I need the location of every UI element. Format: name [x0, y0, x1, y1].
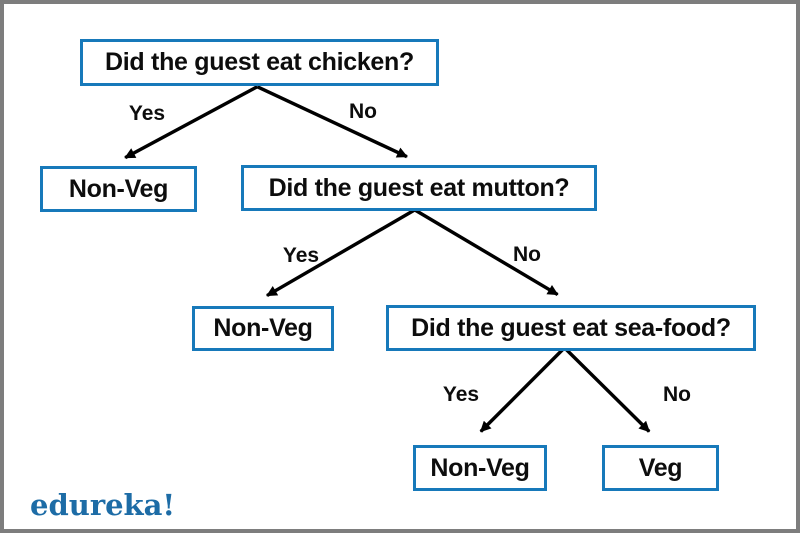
- leaf-node-nonveg-2: Non-Veg: [192, 306, 334, 351]
- decision-node-mutton: Did the guest eat mutton?: [241, 165, 597, 211]
- edge-label-no-2: No: [513, 243, 541, 266]
- edge-label-yes-2: Yes: [282, 244, 320, 267]
- decision-node-chicken: Did the guest eat chicken?: [80, 39, 439, 86]
- leaf-node-veg: Veg: [602, 445, 719, 491]
- edureka-logo: edureka!: [30, 488, 176, 522]
- edge-line-chicken-no: [256, 85, 408, 159]
- edge-label-no-3: No: [663, 383, 691, 406]
- edge-line-seafood-yes: [479, 346, 566, 433]
- edge-label-yes-1: Yes: [128, 102, 166, 125]
- leaf-node-nonveg-3: Non-Veg: [413, 445, 547, 491]
- leaf-node-nonveg-1: Non-Veg: [40, 166, 197, 212]
- edge-label-yes-3: Yes: [442, 383, 480, 406]
- decision-node-seafood: Did the guest eat sea-food?: [386, 305, 756, 351]
- edge-line-seafood-no: [563, 346, 651, 433]
- edge-label-no-1: No: [349, 100, 377, 123]
